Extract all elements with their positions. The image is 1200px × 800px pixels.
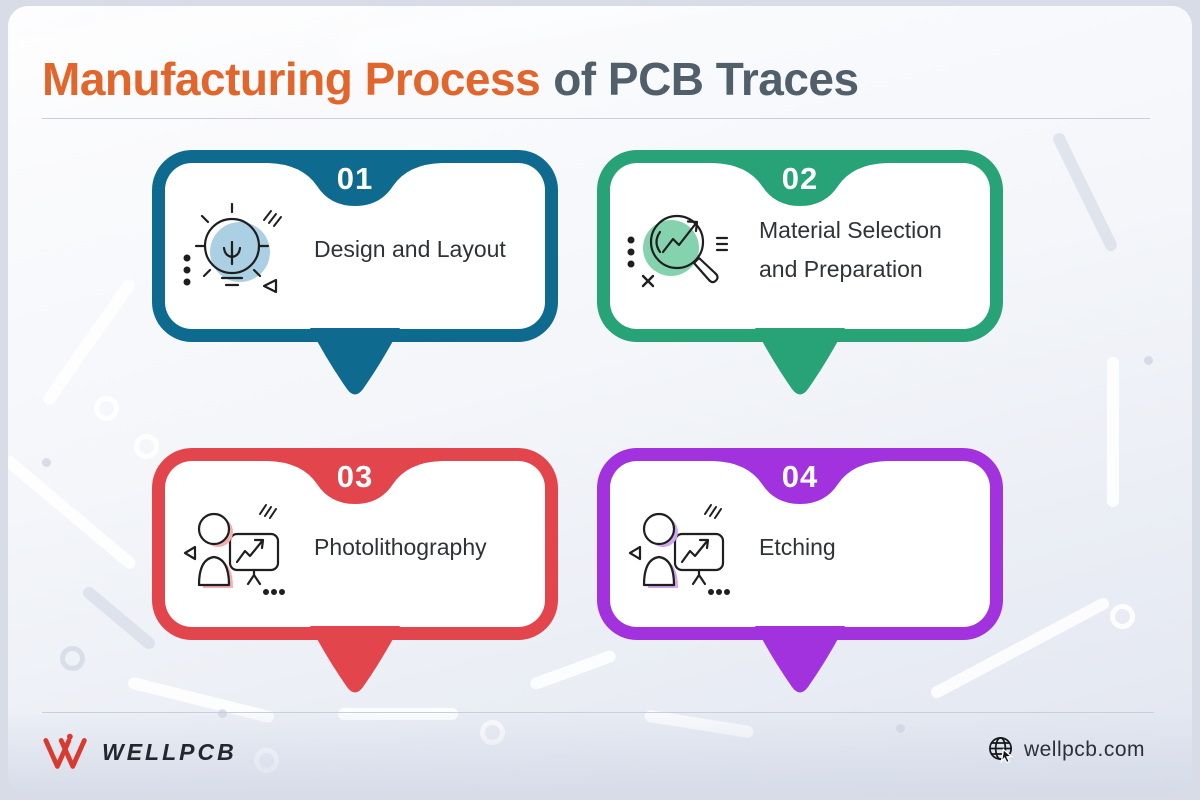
- circuit-trace: [1051, 130, 1119, 254]
- brand-name: WELLPCB: [102, 738, 237, 765]
- presenter-chart-icon: [180, 492, 288, 604]
- lightbulb-idea-icon: [180, 194, 288, 306]
- footer-divider: [42, 712, 1154, 713]
- title-divider: [42, 118, 1150, 119]
- step-label: Etching: [759, 534, 836, 561]
- step-label: Material Selection and Preparation: [759, 216, 942, 282]
- step-card-4: 04 Etching: [597, 448, 1003, 698]
- website-url[interactable]: wellpcb.com: [1023, 737, 1145, 761]
- circuit-trace: [8, 452, 138, 572]
- step-card-2: 02 Material Selection and Preparation: [597, 150, 1003, 400]
- magnifier-growth-icon: [625, 194, 733, 306]
- step-number: 01: [336, 161, 374, 196]
- step-label: Design and Layout: [314, 236, 506, 263]
- step-number: 03: [336, 459, 374, 494]
- circuit-pad: [134, 434, 159, 459]
- step-number: 04: [781, 459, 819, 494]
- speech-bubble-shape: [152, 150, 558, 395]
- step-content: Material Selection and Preparation: [625, 170, 977, 330]
- step-content: Photolithography: [180, 468, 532, 628]
- circuit-dot: [1144, 356, 1153, 365]
- circuit-trace: [41, 277, 137, 407]
- page-title-highlight: Manufacturing Process: [42, 53, 541, 105]
- speech-bubble-shape: [597, 448, 1003, 693]
- step-number: 02: [781, 161, 819, 196]
- presenter-chart-icon: [625, 492, 733, 604]
- website-link[interactable]: wellpcb.com: [988, 736, 1145, 763]
- speech-bubble-shape: [597, 150, 1003, 395]
- circuit-trace: [1107, 357, 1119, 507]
- circuit-pad: [94, 396, 119, 421]
- speech-bubble-shape: [152, 448, 558, 693]
- wellpcb-w-icon: [43, 733, 87, 769]
- circuit-pad: [1110, 604, 1135, 629]
- globe-cursor-icon: [989, 737, 1013, 763]
- circuit-pad: [60, 646, 85, 671]
- step-content: Etching: [625, 468, 977, 628]
- brand-logo: WELLPCB: [42, 731, 237, 773]
- page-title-rest: of PCB Traces: [553, 53, 859, 105]
- circuit-dot: [218, 709, 227, 718]
- step-content: Design and Layout: [180, 170, 532, 330]
- circuit-trace: [80, 584, 158, 652]
- step-card-3: 03 Photolithography: [152, 448, 558, 698]
- step-card-1: 01 Design and Layout: [152, 150, 558, 400]
- background-panel: [8, 6, 1192, 794]
- step-label: Photolithography: [314, 534, 487, 561]
- circuit-dot: [42, 458, 51, 467]
